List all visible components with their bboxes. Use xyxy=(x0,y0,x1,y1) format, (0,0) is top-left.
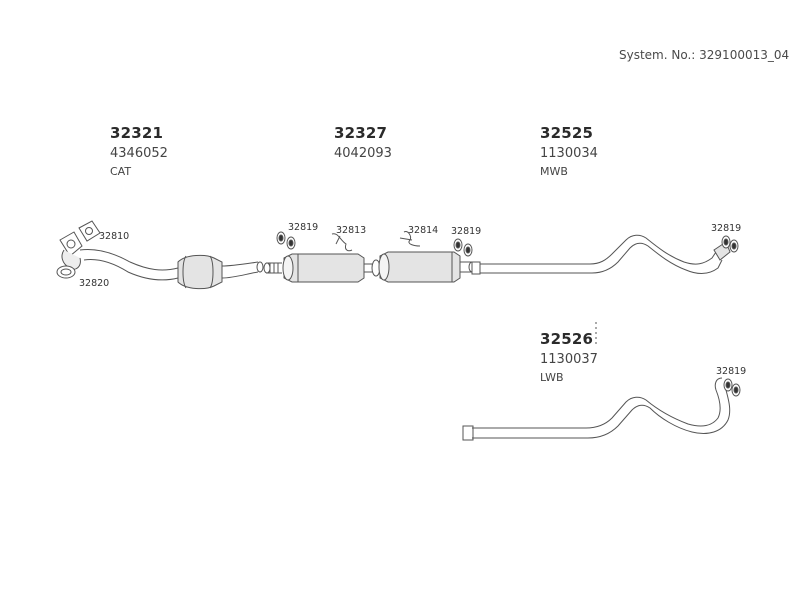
part-number-tailpipe-lwb: 32526 xyxy=(540,330,594,348)
tailpipe-mwb xyxy=(471,234,739,275)
callout-rubber-mount-1: 32819 xyxy=(288,222,319,233)
callout-rubber-mount-4: 32819 xyxy=(716,366,747,377)
front-pipe-with-catalyst xyxy=(56,220,282,290)
callout-gasket: 32810 xyxy=(99,231,130,242)
callout-hanger-1: 32813 xyxy=(336,225,367,236)
part-number-catalyst: 32321 xyxy=(110,124,164,142)
reference-number-middle-silencer: 4042093 xyxy=(334,146,392,161)
system-number: System. No.: 329100013_04 xyxy=(619,48,790,62)
part-number-middle-silencer: 32327 xyxy=(334,124,388,142)
reference-number-catalyst: 4346052 xyxy=(110,146,168,161)
callout-rubber-mount-2: 32819 xyxy=(451,226,482,237)
reference-number-tailpipe-mwb: 1130034 xyxy=(540,146,598,161)
reference-number-tailpipe-lwb: 1130037 xyxy=(540,352,598,367)
part-note-tailpipe-lwb: LWB xyxy=(540,371,564,384)
tailpipe-lwb xyxy=(462,377,741,441)
gasket-icon xyxy=(78,220,101,242)
part-number-tailpipe-mwb: 32525 xyxy=(540,124,594,142)
clamp-icon xyxy=(56,265,76,279)
callout-clamp: 32820 xyxy=(79,278,110,289)
part-note-catalyst: CAT xyxy=(110,165,132,178)
middle-silencer-assembly xyxy=(276,231,476,283)
callout-hanger-2: 32814 xyxy=(408,225,439,236)
hanger-icon xyxy=(331,233,353,252)
part-note-tailpipe-mwb: MWB xyxy=(540,165,568,178)
callout-rubber-mount-3: 32819 xyxy=(711,223,742,234)
